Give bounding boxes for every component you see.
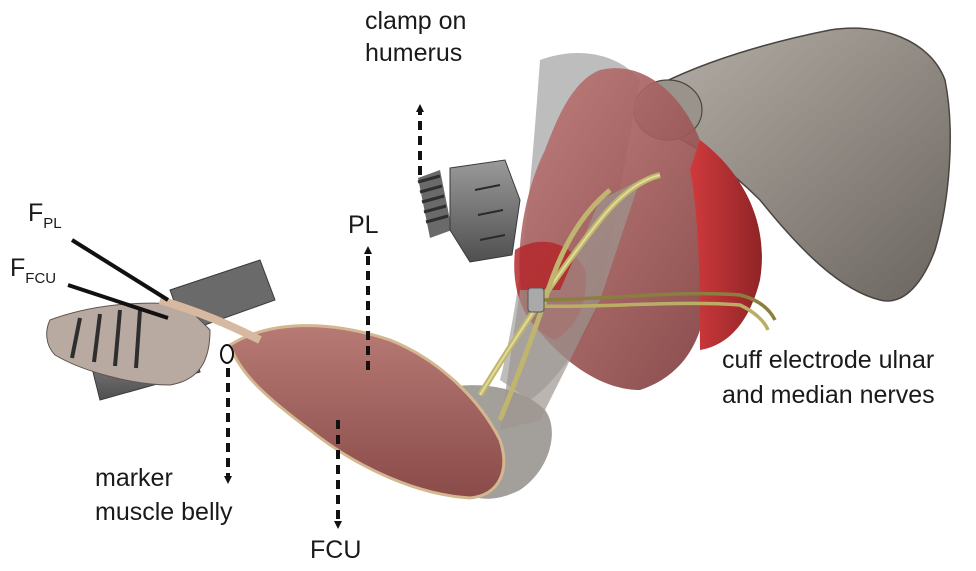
cuff-electrode: [528, 288, 544, 312]
marker-label-line2: muscle belly: [95, 497, 233, 527]
f-fcu-sub: FCU: [25, 270, 56, 287]
f-fcu-main: F: [10, 254, 25, 282]
cuff-label-line1: cuff electrode ulnar: [722, 345, 934, 375]
f-pl-label: FPL: [28, 198, 62, 232]
pl-label: PL: [348, 210, 379, 240]
f-pl-sub: PL: [43, 215, 61, 232]
clamp-label-line2: humerus: [365, 38, 462, 68]
clamp-bolt: [418, 160, 520, 262]
cuff-label-line2: and median nerves: [722, 380, 935, 410]
clamp-label-line1: clamp on: [365, 6, 466, 36]
f-fcu-label: FFCU: [10, 253, 56, 287]
f-pl-main: F: [28, 199, 43, 227]
muscle-belly-marker: [221, 345, 233, 363]
hand: [47, 303, 210, 385]
fcu-label: FCU: [310, 535, 361, 565]
marker-label-line1: marker: [95, 463, 173, 493]
